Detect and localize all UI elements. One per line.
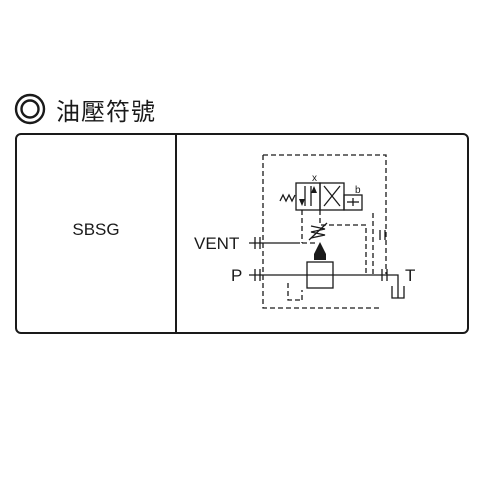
table-divider [175, 133, 177, 334]
port-ticks [254, 230, 388, 281]
port-label-t: T [405, 266, 415, 285]
valve-arrow-up [311, 186, 317, 193]
valve-arrow-down [299, 199, 305, 206]
port-label-p: P [231, 266, 242, 285]
pilot-spring [310, 225, 326, 239]
tank-symbol [391, 286, 405, 299]
section-title: 油壓符號 [56, 97, 156, 126]
double-circle-icon [14, 93, 46, 125]
pilot-dashed-lines [262, 154, 387, 309]
symbol-table [15, 133, 469, 334]
port-label-vent: VENT [194, 234, 239, 253]
valve-label-b: b [355, 185, 361, 196]
section-header: 油壓符號 [14, 92, 156, 126]
solenoid-valve [279, 182, 363, 211]
model-name: SBSG [72, 220, 120, 239]
pilot-poppet-seat [314, 254, 326, 260]
pilot-poppet-triangle [314, 242, 326, 254]
valve-label-x: x [312, 173, 317, 184]
